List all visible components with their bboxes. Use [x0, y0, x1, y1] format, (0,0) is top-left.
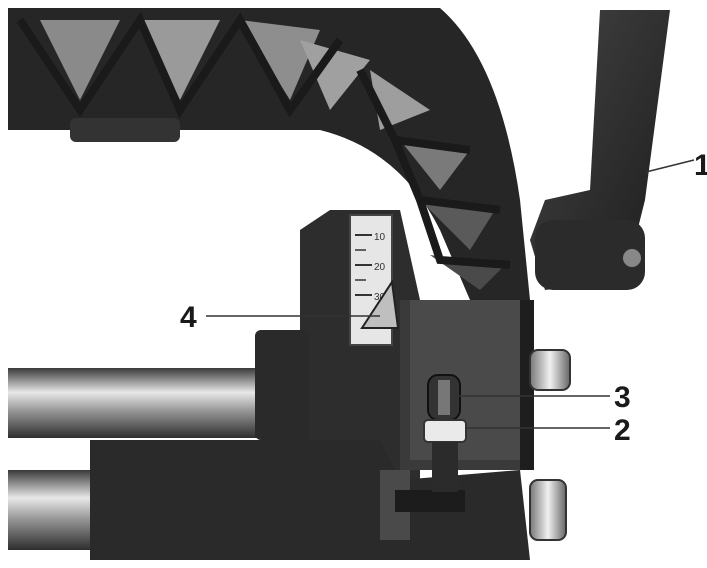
scale-mark-20: 20	[374, 262, 386, 273]
callout-1: 1	[694, 149, 707, 182]
callout-3: 3	[614, 381, 631, 414]
scale-mark-30: 30	[374, 292, 386, 303]
leader-line-1	[645, 159, 695, 173]
side-bolts	[529, 349, 571, 541]
callout-4: 4	[180, 301, 197, 334]
scale-mark-10: 10	[374, 232, 386, 243]
leader-lines	[206, 159, 695, 429]
upper-arm	[8, 8, 530, 300]
housing-block	[300, 210, 534, 480]
screw-shank	[432, 442, 458, 492]
adjustment-screw	[427, 374, 461, 421]
lower-body	[90, 440, 530, 560]
handle-lever	[530, 10, 670, 290]
callout-2: 2	[614, 414, 631, 447]
lower-nut-collar	[423, 419, 467, 443]
